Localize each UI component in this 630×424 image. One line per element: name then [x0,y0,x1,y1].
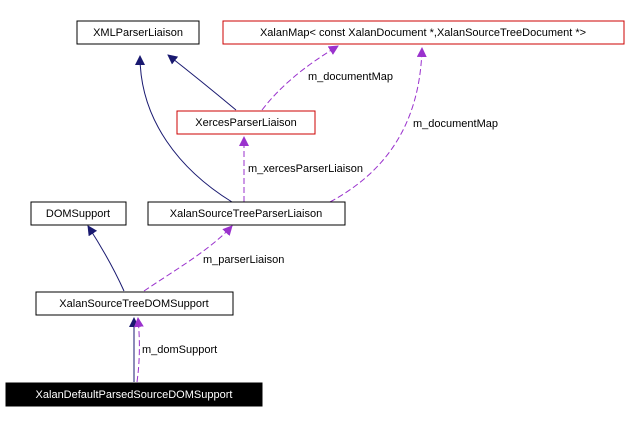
node-xml-parser-liaison[interactable]: XMLParserLiaison [76,20,200,45]
node-label-xalan-source-tree-parser-liaison: XalanSourceTreeParserLiaison [170,208,322,220]
edge-label-xerces-parser-liaison: m_xercesParserLiaison [248,163,363,175]
edge-label-document-map-left: m_documentMap [308,71,393,83]
edge-xerces-to-xalanmap [261,45,339,111]
node-label-dom-support: DOMSupport [46,208,110,220]
edge-label-parser-liaison: m_parserLiaison [203,254,284,266]
node-label-xalan-default-parsed-source-dom-support: XalanDefaultParsedSourceDOMSupport [36,389,233,401]
node-xalan-source-tree-parser-liaison[interactable]: XalanSourceTreeParserLiaison [147,201,346,226]
edge-sourcetreeparser-to-xalanmap [329,47,427,203]
node-xalan-default-parsed-source-dom-support: XalanDefaultParsedSourceDOMSupport [5,382,263,407]
node-label-xml-parser-liaison: XMLParserLiaison [93,27,183,39]
node-dom-support[interactable]: DOMSupport [30,201,127,226]
node-label-xalan-source-tree-dom-support: XalanSourceTreeDOMSupport [59,298,208,310]
node-label-xerces-parser-liaison: XercesParserLiaison [195,117,297,129]
edge-label-dom-support: m_domSupport [142,344,217,356]
edge-sourcetreeparser-to-xmlparserliaison [135,55,233,203]
node-xerces-parser-liaison[interactable]: XercesParserLiaison [176,110,316,135]
edge-default-to-sourcetreedom-usage [133,317,144,383]
node-xalan-map[interactable]: XalanMap< const XalanDocument *,XalanSou… [222,20,625,45]
edge-sourcetreedom-to-domsupport [87,225,125,292]
edge-sourcetreedom-to-sourcetreeparser [143,225,233,292]
edge-label-document-map-right: m_documentMap [413,118,498,130]
node-label-xalan-map: XalanMap< const XalanDocument *,XalanSou… [260,27,586,39]
edge-xerces-to-xmlparserliaison [167,54,237,111]
node-xalan-source-tree-dom-support[interactable]: XalanSourceTreeDOMSupport [35,291,234,316]
